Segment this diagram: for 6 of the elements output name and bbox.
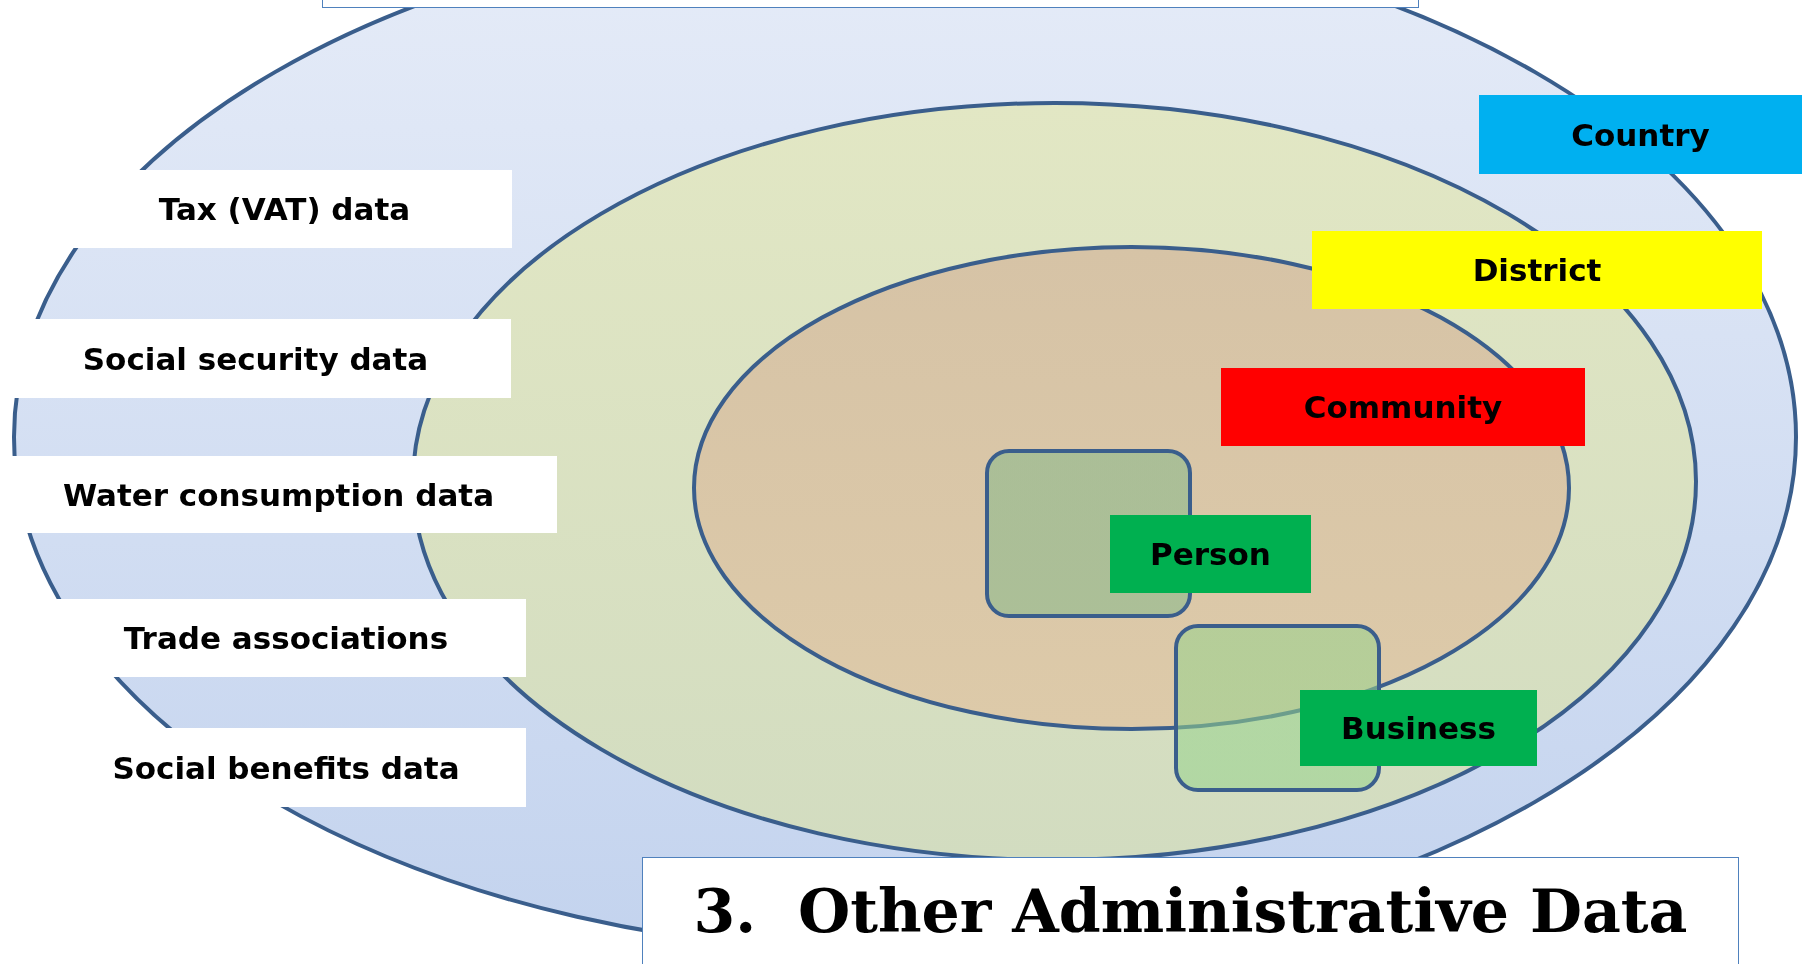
title: 3. Other Administrative Data [642,857,1739,964]
level-label: Business [1300,690,1537,766]
level-label: Community [1221,368,1585,446]
level-label: Person [1110,515,1311,593]
level-label: District [1312,231,1762,309]
level-label: Country [1479,95,1802,174]
